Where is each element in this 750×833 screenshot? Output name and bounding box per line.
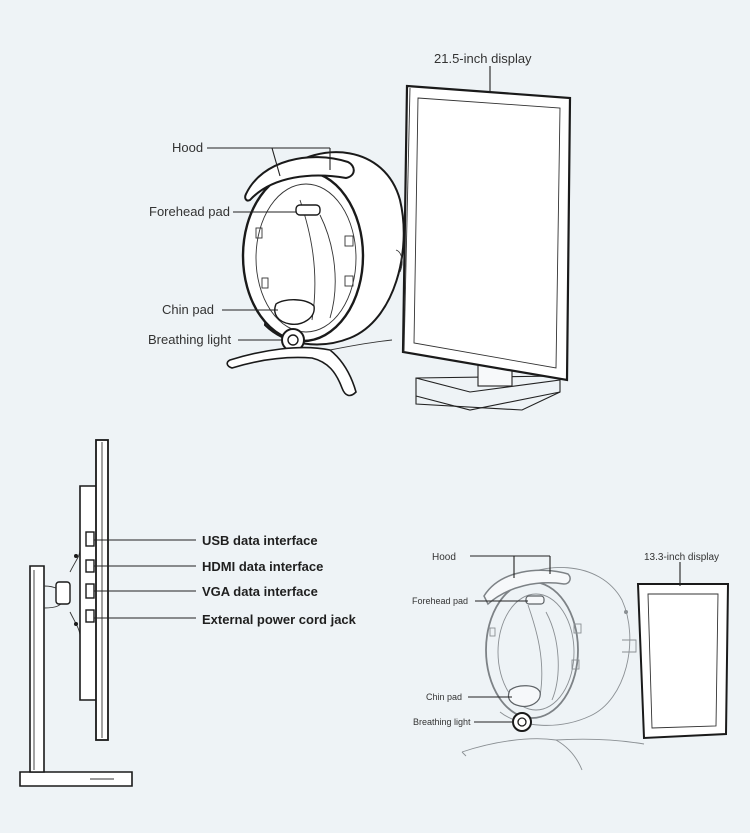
small-chin-label: Chin pad xyxy=(426,692,462,702)
top-hood-label: Hood xyxy=(172,140,203,155)
vga-port-shape xyxy=(85,583,95,599)
small-chin-pad xyxy=(507,685,541,707)
power-jack-shape xyxy=(85,609,95,623)
top-breathing-label: Breathing light xyxy=(148,332,231,347)
small-leader-lines xyxy=(468,555,681,723)
small-display-frame xyxy=(636,583,730,740)
analyzer-stand-legs xyxy=(226,346,357,397)
top-forehead-label: Forehead pad xyxy=(149,204,230,219)
top-display-label: 21.5-inch display xyxy=(434,51,532,66)
side-leader-lines xyxy=(94,539,196,619)
display-stand-base xyxy=(415,375,561,411)
small-hood-shape xyxy=(483,569,571,606)
usb-port-label: USB data interface xyxy=(202,533,318,548)
hdmi-port-label: HDMI data interface xyxy=(202,559,323,574)
forehead-pad-shape xyxy=(295,204,321,216)
top-analyzer-illustration xyxy=(226,84,572,411)
display-screen xyxy=(413,97,561,369)
small-display-label: 13.3-inch display xyxy=(644,552,719,563)
side-hinge xyxy=(55,581,71,605)
small-sphere-body xyxy=(499,567,631,726)
hood-shape xyxy=(244,156,355,202)
vga-port-label: VGA data interface xyxy=(202,584,318,599)
top-leader-lines xyxy=(207,66,491,341)
usb-port-shape xyxy=(85,531,95,547)
power-jack-label: External power cord jack xyxy=(202,612,357,627)
side-stand-base xyxy=(19,771,133,787)
top-chin-label: Chin pad xyxy=(162,302,214,317)
small-hood-label: Hood xyxy=(432,552,456,563)
small-stand-legs xyxy=(461,738,583,771)
hdmi-port-shape xyxy=(85,559,95,573)
display-monitor-frame xyxy=(401,84,572,382)
side-stand-arm xyxy=(29,565,45,773)
small-display-screen xyxy=(647,593,719,729)
small-forehead-label: Forehead pad xyxy=(412,596,468,606)
chin-pad-shape xyxy=(274,299,315,325)
small-analyzer-illustration xyxy=(461,567,730,771)
small-breathing-label: Breathing light xyxy=(413,717,471,727)
small-forehead-pad xyxy=(525,595,545,605)
side-view-illustration xyxy=(19,439,133,787)
